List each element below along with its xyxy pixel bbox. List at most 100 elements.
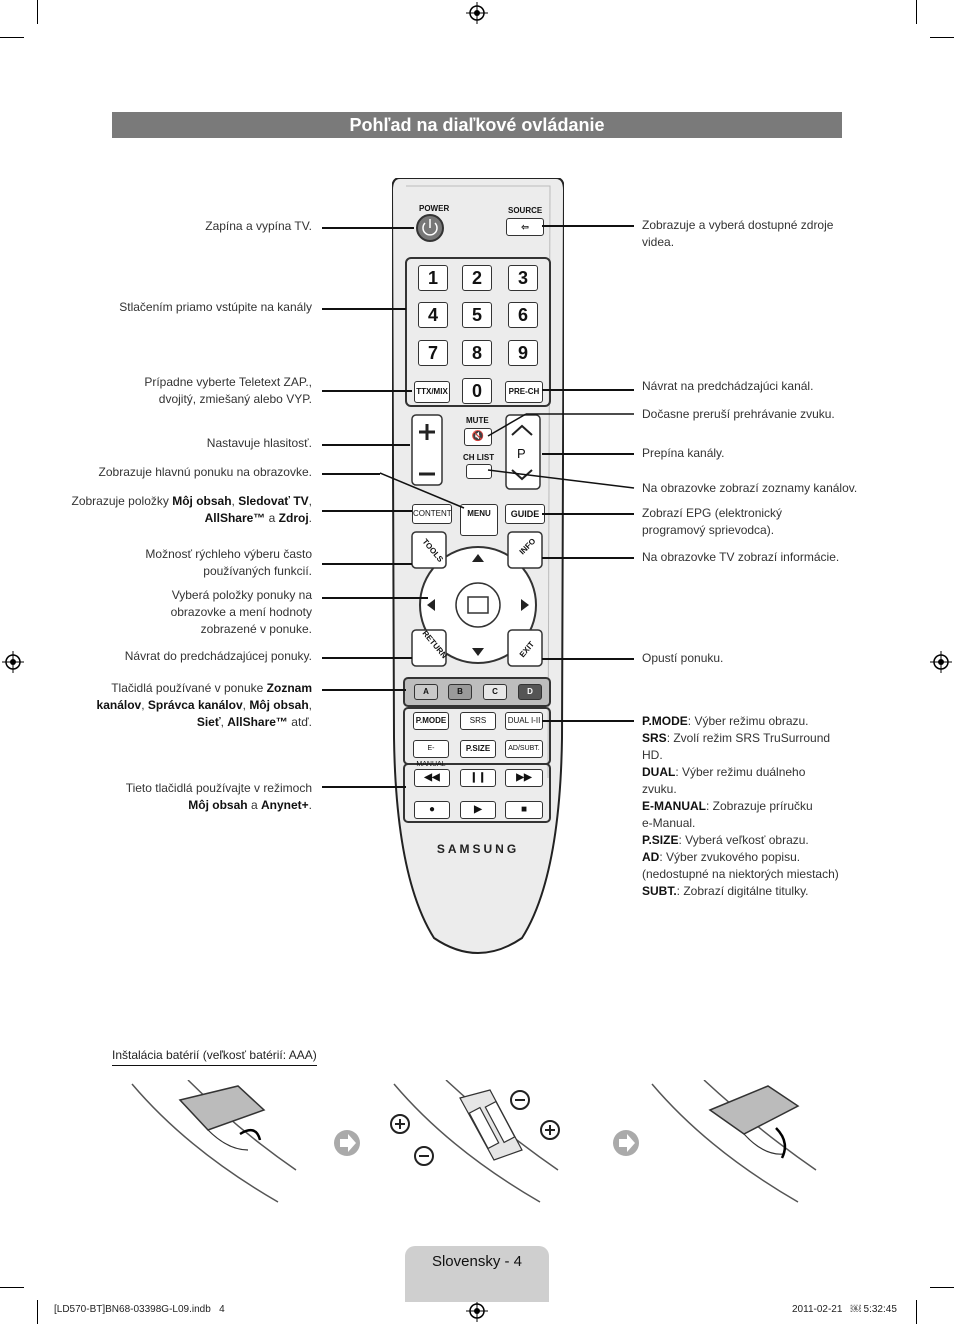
number-button-3[interactable]: 3 — [508, 265, 538, 291]
color-button-b[interactable]: B — [448, 684, 472, 700]
callout-channel: Prepína kanály. — [642, 446, 725, 460]
crop-mark — [930, 37, 954, 38]
play-button[interactable]: ▶ — [460, 801, 496, 819]
dual-button[interactable]: DUAL I-II — [505, 712, 543, 730]
leader-line — [542, 557, 634, 559]
leader-line — [542, 513, 634, 515]
callout-pre-ch: Návrat na predchádzajúci kanál. — [642, 379, 814, 393]
page-title: Pohľad na diaľkové ovládanie — [112, 112, 842, 138]
callout-mute: Dočasne preruší prehrávanie zvuku. — [642, 407, 835, 421]
number-button-9[interactable]: 9 — [508, 340, 538, 366]
arrow-right-icon — [334, 1130, 360, 1156]
menu-button[interactable]: MENU — [460, 504, 498, 536]
callout-menu: Zobrazuje hlavnú ponuku na obrazovke. — [98, 465, 312, 479]
pause-button[interactable]: ❙❙ — [460, 769, 496, 787]
callout-numbers: Stlačením priamo vstúpite na kanály — [119, 300, 312, 314]
crop-mark — [0, 1287, 24, 1288]
rewind-button[interactable]: ◀◀ — [414, 769, 450, 787]
number-button-1[interactable]: 1 — [418, 265, 448, 291]
record-button[interactable]: ● — [414, 801, 450, 819]
print-datetime: 2011-02-21 ￼ 5:32:45 — [792, 1304, 897, 1315]
callout-function-buttons: P.MODE: Výber režimu obrazu. SRS: Zvolí … — [642, 714, 839, 898]
leader-line — [322, 689, 406, 691]
crop-mark — [37, 1300, 38, 1324]
leader-line — [322, 510, 412, 512]
leader-line — [542, 225, 634, 227]
callout-media: Tieto tlačidlá používajte v režimoch Môj… — [125, 781, 312, 812]
leader-line — [322, 597, 428, 599]
registration-mark-icon — [466, 2, 488, 24]
page-number: Slovensky - 4 — [431, 1253, 523, 1270]
e-manual-button[interactable]: E-MANUAL — [413, 740, 449, 768]
power-label: POWER — [419, 204, 450, 213]
mute-button[interactable]: 🔇 — [464, 428, 492, 446]
leader-line — [542, 658, 634, 660]
ch-list-button[interactable] — [466, 464, 492, 479]
channel-p-label: P — [517, 446, 526, 461]
leader-line — [322, 473, 380, 475]
color-button-a[interactable]: A — [414, 684, 438, 700]
callout-return: Návrat do predchádzajúcej ponuky. — [124, 649, 312, 663]
stop-button[interactable]: ■ — [505, 801, 543, 819]
leader-line — [542, 720, 634, 722]
number-button-8[interactable]: 8 — [462, 340, 492, 366]
callout-ch-list: Na obrazovke zobrazí zoznamy kanálov. — [642, 481, 858, 495]
crop-mark — [930, 1287, 954, 1288]
leader-line — [542, 389, 634, 391]
source-label: SOURCE — [508, 206, 543, 215]
registration-mark-icon — [466, 1300, 488, 1322]
battery-step-3-illustration — [651, 1080, 817, 1203]
color-button-d[interactable]: D — [518, 684, 542, 700]
leader-line — [542, 453, 634, 455]
p-size-button[interactable]: P.SIZE — [460, 740, 496, 758]
number-button-0[interactable]: 0 — [462, 378, 492, 404]
source-button[interactable]: ⇦ — [506, 218, 544, 236]
pre-ch-button[interactable]: PRE-CH — [505, 381, 543, 403]
p-mode-button[interactable]: P.MODE — [413, 712, 449, 730]
crop-mark — [916, 1300, 917, 1324]
callout-color-buttons: Tlačidlá používané v ponuke Zoznam kanál… — [96, 681, 312, 729]
registration-mark-icon — [930, 651, 952, 673]
leader-line — [487, 413, 634, 437]
registration-mark-icon — [2, 651, 24, 673]
arrow-right-icon — [613, 1130, 639, 1156]
callout-power: Zapína a vypína TV. — [205, 219, 312, 233]
ttx-mix-button[interactable]: TTX/MIX — [414, 381, 450, 403]
battery-step-1-illustration — [131, 1080, 297, 1203]
ad-subt-button[interactable]: AD/SUBT. — [505, 740, 543, 758]
callout-exit: Opustí ponuku. — [642, 651, 724, 665]
leader-line — [322, 563, 412, 565]
number-button-4[interactable]: 4 — [418, 302, 448, 328]
callout-info: Na obrazovke TV zobrazí informácie. — [642, 550, 840, 564]
leader-line — [322, 308, 406, 310]
color-button-c[interactable]: C — [483, 684, 507, 700]
number-button-7[interactable]: 7 — [418, 340, 448, 366]
crop-mark — [0, 37, 24, 38]
battery-caption: Inštalácia batérií (veľkosť batérií: AAA… — [112, 1048, 317, 1066]
fast-forward-button[interactable]: ▶▶ — [505, 769, 543, 787]
page-number-tab — [405, 1246, 549, 1302]
leader-line — [322, 390, 412, 392]
content-button[interactable]: CONTENT — [412, 504, 452, 524]
samsung-logo: SAMSUNG — [436, 842, 520, 856]
srs-button[interactable]: SRS — [460, 712, 496, 730]
print-file-info: [LD570-BT]BN68-03398G-L09.indb 4 — [54, 1304, 225, 1315]
number-button-5[interactable]: 5 — [462, 302, 492, 328]
ch-list-label: CH LIST — [463, 453, 495, 462]
leader-line — [487, 469, 635, 489]
mute-label: MUTE — [466, 416, 489, 425]
number-button-6[interactable]: 6 — [508, 302, 538, 328]
leader-line — [322, 786, 406, 788]
number-button-2[interactable]: 2 — [462, 265, 492, 291]
leader-line — [322, 657, 412, 659]
guide-button[interactable]: GUIDE — [505, 504, 545, 524]
leader-line — [322, 227, 414, 229]
leader-line — [379, 472, 465, 509]
callout-content: Zobrazuje položky Môj obsah, Sledovať TV… — [71, 494, 312, 525]
crop-mark — [916, 0, 917, 24]
remote-control-illustration — [392, 178, 564, 954]
